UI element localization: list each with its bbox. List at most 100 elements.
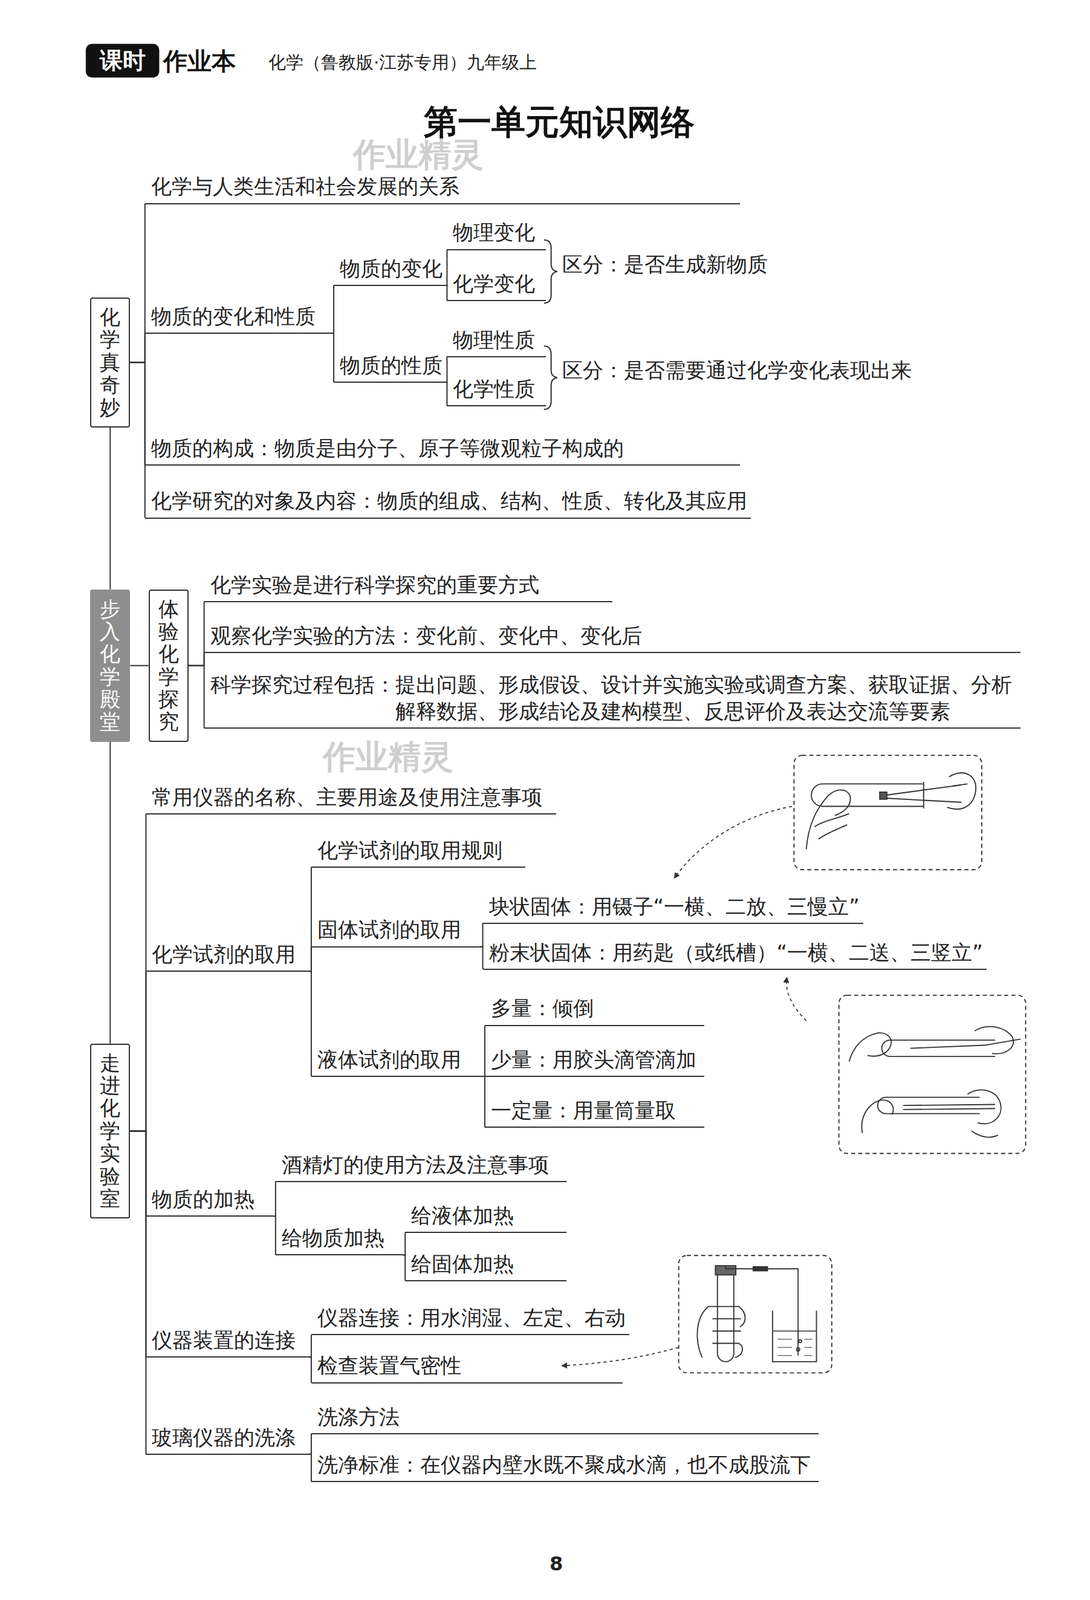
brand-name: 作业本	[163, 46, 236, 76]
topic-line: 化学性质	[446, 375, 546, 407]
node-text: 给物质加热	[281, 1225, 385, 1250]
topic-line: 少量：用胶头滴管滴加	[484, 1045, 705, 1077]
node-text: 给液体加热	[411, 1203, 514, 1228]
node-text: 物理性质	[452, 327, 536, 352]
topic-line: 物质的变化和性质	[145, 302, 332, 334]
note-text: 区分：是否生成新物质	[562, 252, 768, 277]
spatula-illustration-part	[839, 995, 1026, 1154]
topic-line: 洗净标准：在仪器内壁水既不聚成水滴，也不成股流下	[311, 1450, 819, 1482]
tweezers-illustration-part	[923, 781, 925, 809]
topic-line: 玻璃仪器的洗涤	[145, 1423, 309, 1455]
topic-line: 化学与人类生活和社会发展的关系	[145, 172, 740, 204]
brace-part	[544, 345, 558, 410]
topic-line: 物质的性质	[333, 351, 447, 383]
topic-line: 物质的加热	[145, 1185, 274, 1217]
tweezers-illustration-part	[793, 755, 982, 870]
node-text: 物质的变化	[339, 256, 443, 281]
node-text: 液体试剂的取用	[317, 1047, 462, 1072]
topic-line: 粉末状固体：用药匙（或纸槽）“一横、二送、三竖立”	[483, 938, 987, 970]
node-text: 洗净标准：在仪器内壁水既不聚成水滴，也不成股流下	[317, 1452, 811, 1477]
node-text: 化学真奇妙	[99, 305, 121, 419]
tree-connector	[129, 333, 145, 363]
node-text: 酒精灯的使用方法及注意事项	[281, 1152, 549, 1177]
spatula-illustration-part	[903, 1103, 996, 1109]
node-text: 化学研究的对象及内容：物质的组成、结构、性质、转化及其应用	[151, 488, 748, 513]
node-text: 多量：倾倒	[490, 995, 594, 1020]
airtightness-illustration-part	[796, 1347, 800, 1351]
section-box: 体验化学探究	[148, 589, 189, 742]
node-text: 走进化学实验室	[99, 1051, 121, 1211]
topic-line: 检查装置气密性	[311, 1351, 623, 1383]
node-text: 仪器装置的连接	[151, 1327, 296, 1352]
logo-text: 课时	[99, 47, 146, 75]
topic-line: 洗涤方法	[311, 1403, 819, 1434]
logo-badge	[85, 44, 160, 78]
tweezers-illustration-part	[885, 784, 962, 803]
topic-line: 物质的变化	[333, 255, 447, 286]
topic-line: 化学研究的对象及内容：物质的组成、结构、性质、转化及其应用	[145, 487, 751, 519]
spatula-illustration	[839, 995, 1026, 1154]
brace	[544, 240, 558, 410]
topic-line: 多量：倾倒	[484, 994, 705, 1026]
callout-arrow-part	[562, 1346, 679, 1366]
spatula-illustration-part	[910, 1038, 1021, 1048]
node-text: 检查装置气密性	[317, 1352, 462, 1378]
tree-connector	[109, 741, 111, 1044]
node-text: 体验化学探究	[158, 597, 179, 734]
node-text: 观察化学实验的方法：变化前、变化中、变化后	[210, 623, 643, 648]
topic-line: 化学试剂的取用规则	[311, 836, 526, 868]
tweezers-illustration-part	[879, 791, 887, 800]
section-box: 步入化学殿堂	[90, 589, 130, 742]
airtightness-illustration-part	[772, 1310, 817, 1361]
note-text: 区分：是否需要通过化学变化表现出来	[562, 357, 912, 383]
spatula-illustration-part	[861, 1099, 893, 1133]
node-text: 给固体加热	[411, 1251, 514, 1276]
tree-connector	[129, 665, 149, 667]
tree-connector	[129, 1131, 146, 1217]
topic-line: 固体试剂的取用	[311, 915, 481, 947]
node-text: 洗涤方法	[317, 1404, 400, 1429]
spatula-illustration-part	[849, 1032, 892, 1061]
topic-line: 物质的构成：物质是由分子、原子等微观粒子构成的	[145, 434, 740, 466]
node-text: 玻璃仪器的洗涤	[151, 1424, 296, 1450]
node-text: 块状固体：用镊子“一横、二放、三慢立”	[489, 894, 860, 919]
watermark: 作业精灵	[353, 135, 484, 175]
node-text: 化学试剂的取用	[151, 941, 296, 967]
spatula-illustration-part	[974, 1026, 1014, 1054]
tree-connector	[129, 203, 145, 363]
airtightness-illustration-part	[772, 1330, 817, 1332]
section-box: 化学真奇妙	[90, 297, 130, 428]
airtightness-illustration-part	[678, 1255, 832, 1373]
node-text: 物质的性质	[339, 353, 443, 378]
watermark: 作业精灵	[322, 737, 454, 777]
callout-arrow-part	[786, 977, 807, 1021]
section-box: 走进化学实验室	[90, 1043, 130, 1219]
tweezers-illustration-part	[806, 789, 851, 849]
tree-connector	[129, 1131, 146, 1358]
topic-line: 仪器装置的连接	[145, 1326, 309, 1358]
page-number: 8	[549, 1551, 563, 1575]
node-text: 化学与人类生活和社会发展的关系	[151, 174, 460, 199]
page-title: 第一单元知识网络	[423, 99, 695, 146]
node-text: 常用仪器的名称、主要用途及使用注意事项	[151, 784, 543, 809]
node-text: 化学性质	[452, 376, 536, 401]
tree-connector	[188, 601, 205, 666]
topic-line: 酒精灯的使用方法及注意事项	[275, 1151, 567, 1182]
topic-line: 科学探究过程包括：提出问题、形成假设、设计并实施实验或调查方案、获取证据、分析解…	[204, 671, 1022, 729]
book-subject: 化学（鲁教版·江苏专用）九年级上	[268, 51, 537, 74]
topic-line: 化学实验是进行科学探究的重要方式	[204, 571, 613, 603]
node-text: 化学变化	[452, 271, 536, 296]
node-text: 物质的变化和性质	[151, 304, 316, 329]
logo-badge-part	[85, 44, 160, 78]
node-text: 科学探究过程包括：提出问题、形成假设、设计并实施实验或调查方案、获取证据、分析解…	[210, 672, 1013, 724]
topic-line: 物理变化	[446, 218, 546, 250]
topic-line: 给固体加热	[405, 1250, 567, 1282]
callout-arrow	[562, 806, 806, 1366]
topic-line: 块状固体：用镊子“一横、二放、三慢立”	[483, 892, 864, 924]
topic-line: 仪器连接：用水润湿、左定、右动	[311, 1304, 630, 1335]
tweezers-illustration-part	[814, 813, 849, 839]
callout-arrow-part	[674, 806, 792, 878]
topic-line: 液体试剂的取用	[311, 1045, 485, 1077]
tree-connector	[129, 970, 146, 1131]
